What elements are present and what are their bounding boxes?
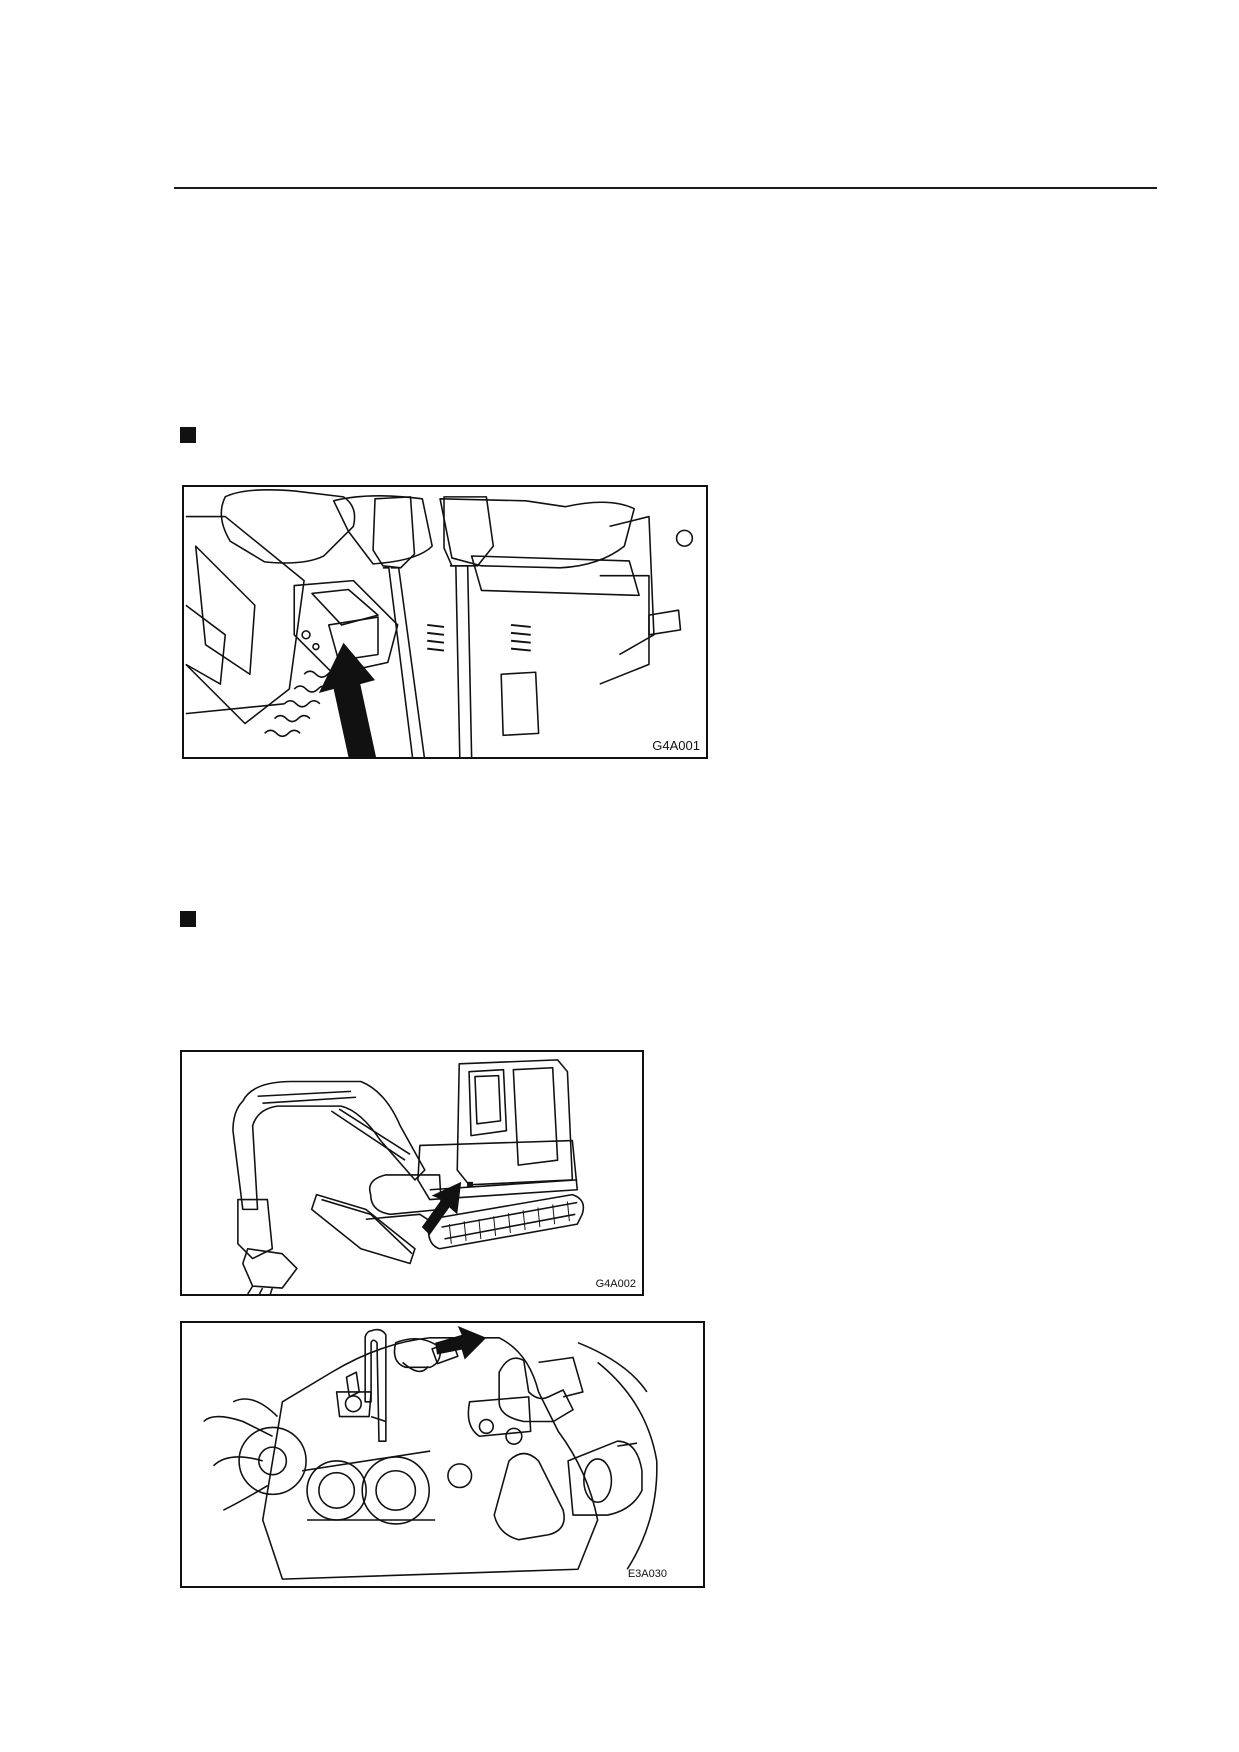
figure-engine-serial-plate: E3A030: [180, 1321, 705, 1588]
engine-serial-plate-location-icon: [203, 1325, 658, 1580]
machine-serial-plate-location-icon: [232, 1059, 585, 1294]
figure-document-case: G4A001: [182, 485, 708, 759]
figure-label: G4A002: [595, 1278, 636, 1290]
figure-machine-serial-plate: G4A002: [180, 1050, 644, 1296]
header-rule: [174, 187, 1157, 189]
section-bullet-2: [180, 911, 196, 927]
figure-label: E3A030: [627, 1568, 667, 1580]
section-bullet-1: [180, 427, 196, 443]
document-case-location-under-seat-icon: [185, 489, 694, 757]
figure-label: G4A001: [652, 738, 700, 753]
